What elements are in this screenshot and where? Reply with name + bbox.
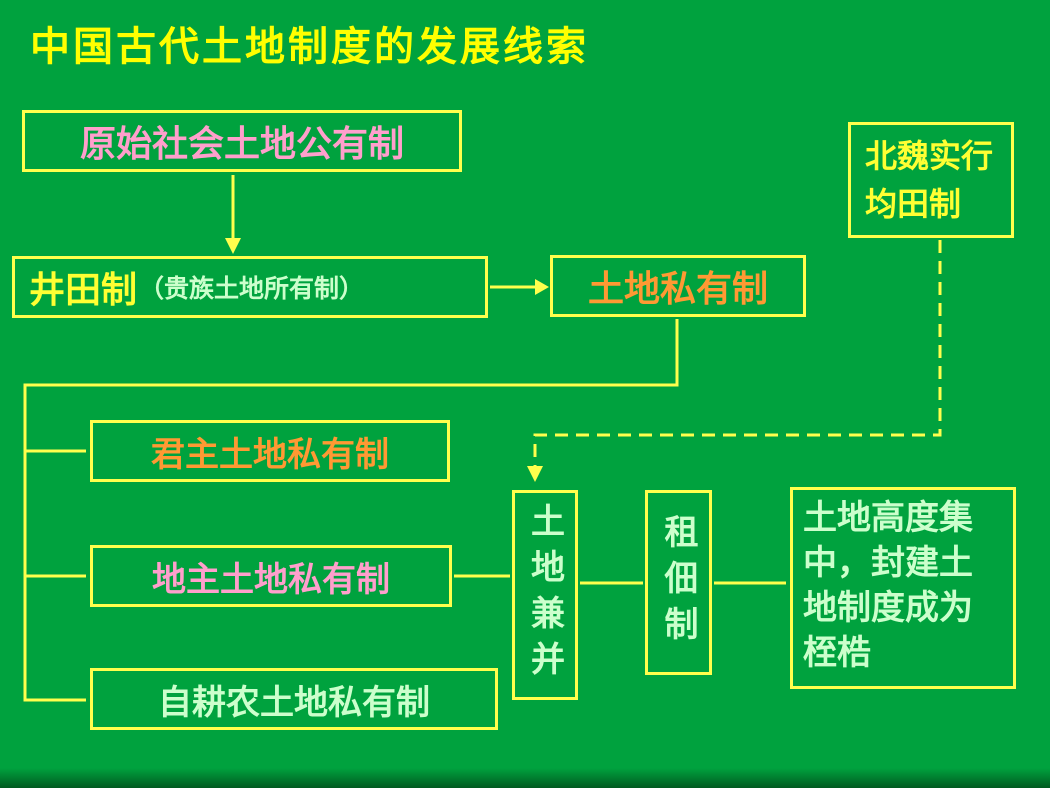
line-private-branch-trunk <box>23 319 679 702</box>
node-label-line1: 北魏实行 <box>865 138 994 174</box>
node-beiwei-equal-field-system: 北魏实行 均田制 <box>848 122 1014 238</box>
node-label: 土地私有制 <box>587 268 768 309</box>
node-label: 租佃制 <box>659 513 697 652</box>
node-private-land-ownership: 土地私有制 <box>550 255 806 317</box>
node-label: 原始社会土地公有制 <box>79 123 404 164</box>
node-label-main: 井田制 <box>29 269 138 310</box>
node-label-line2: 均田制 <box>865 186 962 222</box>
node-landlord-private-ownership: 地主土地私有制 <box>90 545 452 607</box>
node-label: 自耕农土地私有制 <box>158 683 430 722</box>
node-label-sub: （贵族土地所有制） <box>139 275 365 303</box>
node-label: 地主土地私有制 <box>152 560 390 599</box>
bottom-shade <box>0 768 1050 788</box>
node-label: 土地兼并 <box>525 503 564 687</box>
page-title: 中国古代土地制度的发展线索 <box>30 25 589 69</box>
node-primitive-society-public-ownership: 原始社会土地公有制 <box>22 110 462 172</box>
arrowhead-jingtian-to-private <box>535 279 549 295</box>
node-tenancy-system: 租佃制 <box>645 490 712 675</box>
node-well-field-system: 井田制 （贵族土地所有制） <box>12 256 488 318</box>
node-label: 土地高度集中，封建土地制度成为桎梏 <box>803 499 973 672</box>
node-label: 君主土地私有制 <box>151 435 389 474</box>
node-result-land-concentration: 土地高度集中，封建土地制度成为桎梏 <box>790 487 1016 689</box>
node-monarch-private-ownership: 君主土地私有制 <box>90 420 450 482</box>
node-land-annexation: 土地兼并 <box>512 490 578 700</box>
arrowhead-primitive-to-jingtian <box>225 238 241 254</box>
arrowhead-beiwei-to-annexation <box>527 466 543 482</box>
node-peasant-private-ownership: 自耕农土地私有制 <box>90 668 498 730</box>
